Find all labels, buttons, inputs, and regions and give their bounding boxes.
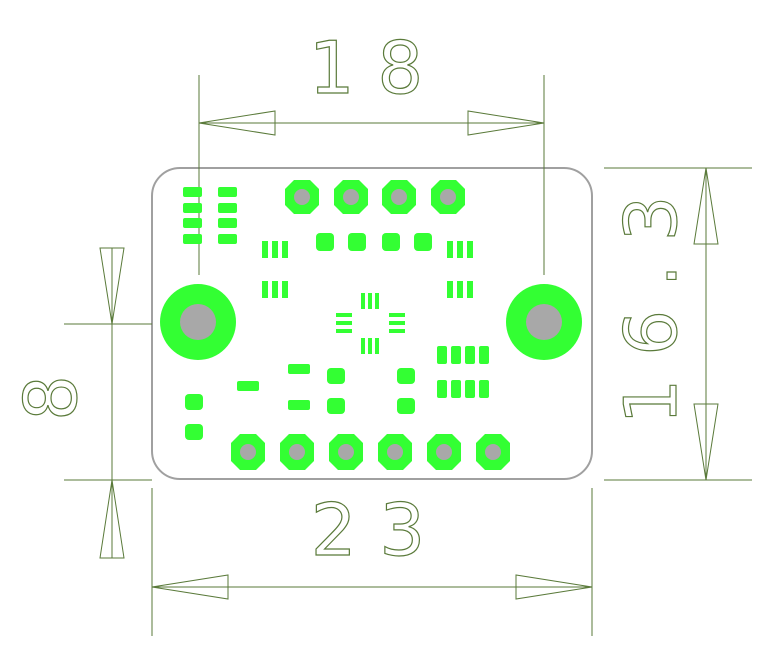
bottom-header-pad <box>329 434 363 470</box>
bottom-header-pad <box>476 434 510 470</box>
top-header-pad <box>285 180 319 214</box>
bottom-header-pad <box>427 434 461 470</box>
right-dim-arrow-top <box>693 167 719 245</box>
right-height-dimension: 1 6 . 3 <box>604 167 752 481</box>
bottom-header-pads <box>231 434 510 470</box>
left-dim-label: 8 <box>9 375 93 421</box>
bottom-header-pad <box>378 434 412 470</box>
top-header-pad <box>431 180 465 214</box>
bottom-dim-arrow-right <box>515 574 593 600</box>
bottom-dim-arrow-left <box>151 574 229 600</box>
left-dim-arrow-top <box>99 247 125 325</box>
top-header-pad <box>334 180 368 214</box>
top-header-pads <box>285 180 465 214</box>
top-width-dimension: 1 8 <box>198 25 545 275</box>
top-dim-arrow-right <box>467 110 545 136</box>
right-dim-arrow-bottom <box>693 403 719 481</box>
resistor-array-pads-right <box>437 346 489 398</box>
bottom-header-pad <box>280 434 314 470</box>
resistor-array-pads-left <box>183 187 237 244</box>
sot-footprint-left <box>262 241 288 298</box>
mounting-hole-right <box>506 284 582 360</box>
left-dim-arrow-bottom <box>99 479 125 559</box>
capacitor-pads-top <box>316 233 432 251</box>
mounting-hole-left <box>160 284 236 360</box>
top-dim-label: 1 8 <box>309 26 424 110</box>
top-header-pad <box>382 180 416 214</box>
left-offset-dimension: 8 <box>8 247 152 559</box>
bottom-width-dimension: 2 3 <box>151 487 593 636</box>
qfn-chip-footprint <box>336 293 405 354</box>
sot-footprint-right <box>447 241 473 298</box>
top-dim-arrow-left <box>198 110 276 136</box>
bottom-dim-label: 2 3 <box>311 488 426 572</box>
bottom-header-pad <box>231 434 265 470</box>
right-dim-label: 1 6 . 3 <box>609 196 693 425</box>
smd-pads-lower <box>185 364 415 440</box>
